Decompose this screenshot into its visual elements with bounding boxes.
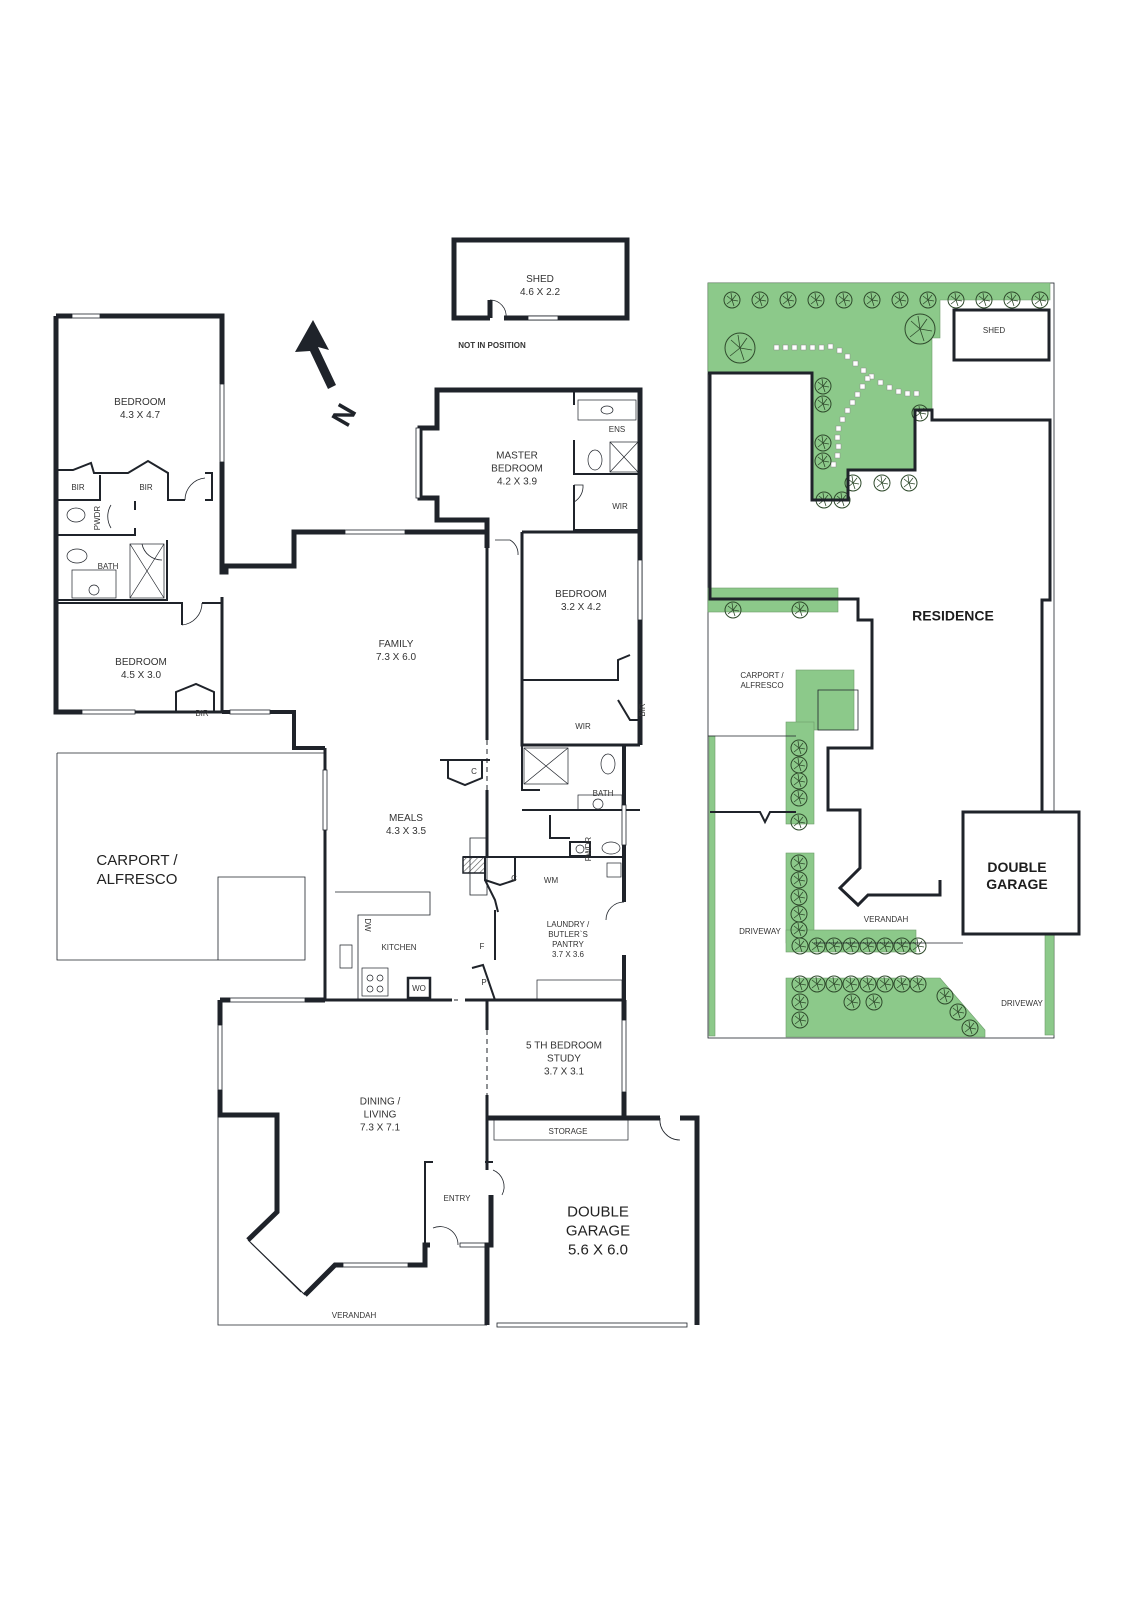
site-residence-label: RESIDENCE (912, 607, 994, 624)
room-label-bedroom-3: BEDROOM 3.2 X 4.2 (555, 589, 607, 613)
room-label-master-bedroom: MASTER BEDROOM 4.2 X 3.9 (491, 450, 543, 488)
site-driveway-label: DRIVEWAY (1001, 999, 1043, 1008)
laundry-label: LAUNDRY / BUTLER`S PANTRY 3.7 X 3.6 (546, 920, 590, 959)
c-label: C (511, 874, 517, 883)
pwdr-label: PWDR (93, 505, 102, 531)
pwdr-label: PWDR (584, 836, 593, 862)
site-verandah-label: VERANDAH (863, 915, 909, 924)
room-label-bedroom-2: BEDROOM 4.5 X 3.0 (115, 657, 167, 681)
room-label-family: FAMILY 7.3 X 6.0 (375, 639, 417, 663)
bir-label: BIR (71, 483, 85, 492)
bir-label: BIR (139, 483, 153, 492)
verandah-label: VERANDAH (331, 1311, 377, 1320)
room-label-study: 5 TH BEDROOM STUDY 3.7 X 3.1 (526, 1040, 602, 1078)
wm-label: WM (543, 876, 559, 885)
bath-label: BATH (97, 562, 119, 571)
bir-label: BIR (638, 703, 647, 717)
shed-outline (451, 237, 630, 321)
entry-label: ENTRY (443, 1194, 471, 1203)
kitchen-label: KITCHEN (381, 943, 417, 952)
site-carport-label: CARPORT / ALFRESCO (740, 671, 784, 690)
site-plan (707, 282, 1081, 1039)
wir-label: WIR (612, 502, 628, 511)
north-arrow (295, 320, 336, 389)
site-driveway-label: DRIVEWAY (739, 927, 781, 936)
main-floor-plan (53, 237, 700, 1328)
wir-label: WIR (575, 722, 591, 731)
bir-label: BIR (195, 709, 209, 718)
shed-note: NOT IN POSITION (458, 341, 526, 350)
room-label-bedroom-1: BEDROOM 4.3 X 4.7 (114, 397, 166, 421)
dw-label: DW (363, 918, 372, 932)
storage-label: STORAGE (548, 1127, 588, 1136)
site-garage-label: DOUBLE GARAGE (986, 859, 1048, 892)
wo-label: WO (412, 984, 426, 993)
f-label: F (479, 942, 485, 951)
site-shed-label: SHED (982, 326, 1006, 335)
room-label-dining-living: DINING / LIVING 7.3 X 7.1 (359, 1096, 401, 1134)
c-label: C (471, 767, 477, 776)
shed-label: SHED 4.6 X 2.2 (519, 274, 561, 298)
bath-label: BATH (592, 789, 614, 798)
room-label-double-garage: DOUBLE GARAGE 5.6 X 6.0 (565, 1203, 631, 1259)
p-label: P (481, 978, 487, 987)
ens-label: ENS (608, 425, 626, 434)
room-label-meals: MEALS 4.3 X 3.5 (385, 813, 427, 837)
room-label-carport: CARPORT / ALFRESCO (96, 852, 178, 888)
